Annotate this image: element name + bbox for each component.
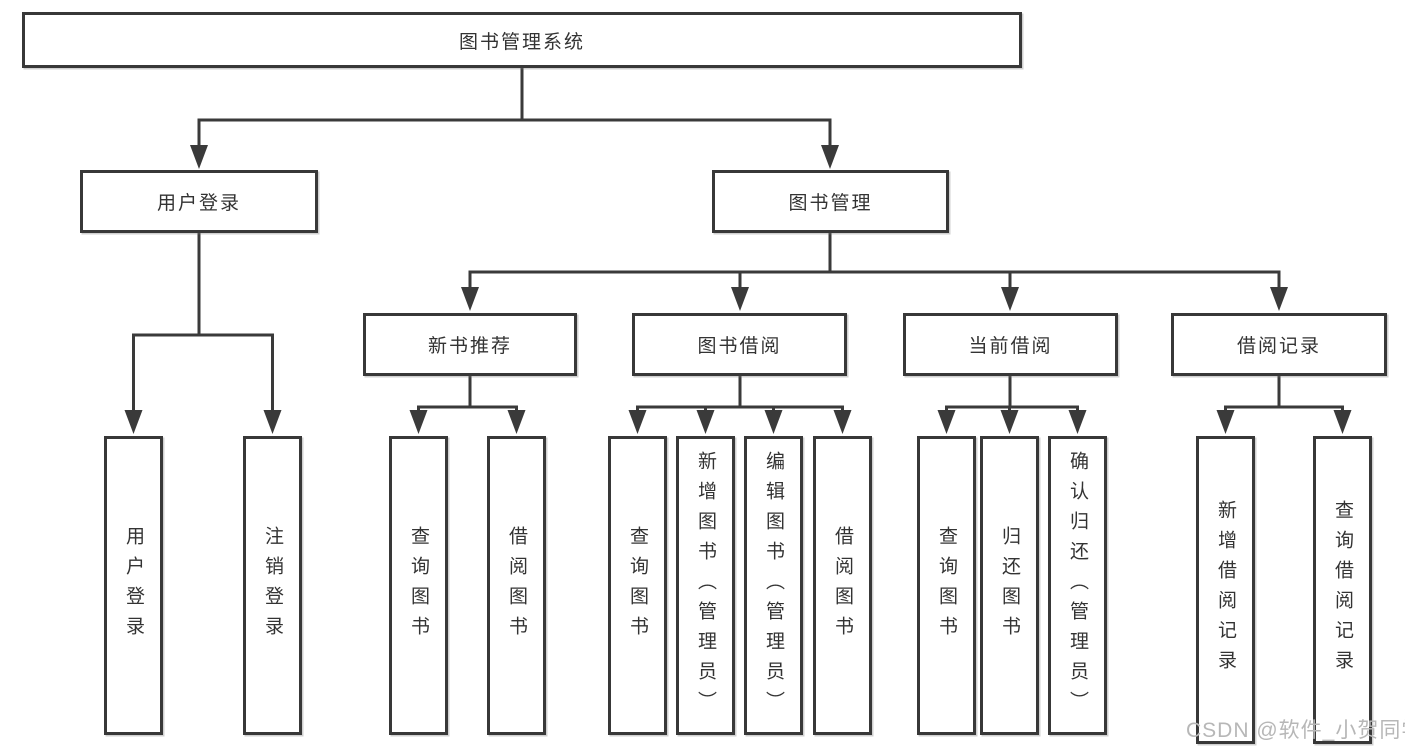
leaf-bb-edit-book-admin: 编辑图书（管理员） bbox=[744, 436, 803, 735]
arrowhead bbox=[507, 410, 526, 434]
leaf-cb-query-book-label: 查询图书 bbox=[936, 525, 957, 646]
leaf-cb-return-book: 归还图书 bbox=[980, 436, 1039, 735]
edge-new-book-recommend-to-leaves bbox=[409, 374, 526, 434]
edge-root-to-level1 bbox=[190, 66, 839, 169]
node-current-borrow-label: 当前借阅 bbox=[968, 336, 1053, 357]
leaf-bb-query-book-label: 查询图书 bbox=[627, 525, 648, 646]
arrowhead bbox=[833, 410, 852, 434]
leaf-nbr-query-book-label: 查询图书 bbox=[408, 525, 429, 646]
leaf-br-add-record: 新增借阅记录 bbox=[1196, 436, 1255, 744]
edge-book-management-to-level2 bbox=[461, 231, 1288, 311]
node-borrow-record: 借阅记录 bbox=[1171, 313, 1387, 376]
leaf-bb-borrow-book-label: 借阅图书 bbox=[832, 525, 853, 646]
leaf-cb-confirm-return-admin-label: 确认归还（管理员） bbox=[1067, 450, 1088, 721]
arrowhead bbox=[190, 145, 208, 169]
arrowhead bbox=[628, 410, 647, 434]
arrowhead bbox=[937, 410, 956, 434]
arrowhead bbox=[764, 410, 783, 434]
leaf-user-login: 用户登录 bbox=[104, 436, 163, 735]
leaf-user-login-label: 用户登录 bbox=[123, 525, 144, 646]
node-book-borrow-label: 图书借阅 bbox=[697, 336, 782, 357]
arrowhead bbox=[124, 410, 143, 434]
leaf-bb-add-book-admin: 新增图书（管理员） bbox=[676, 436, 735, 735]
arrowhead bbox=[1270, 287, 1288, 311]
leaf-br-add-record-label: 新增借阅记录 bbox=[1215, 500, 1236, 680]
leaf-nbr-borrow-book-label: 借阅图书 bbox=[506, 525, 527, 646]
leaf-bb-add-book-admin-label: 新增图书（管理员） bbox=[695, 450, 716, 721]
node-root-label: 图书管理系统 bbox=[458, 31, 585, 53]
leaf-cb-query-book: 查询图书 bbox=[917, 436, 976, 735]
node-new-book-recommend-label: 新书推荐 bbox=[427, 336, 512, 357]
arrowhead bbox=[1001, 287, 1019, 311]
arrowhead bbox=[409, 410, 428, 434]
arrowhead bbox=[1000, 410, 1019, 434]
edge-book-borrow-to-leaves bbox=[628, 374, 852, 434]
arrowhead bbox=[1068, 410, 1087, 434]
leaf-logout-login: 注销登录 bbox=[243, 436, 302, 735]
leaf-br-query-record: 查询借阅记录 bbox=[1313, 436, 1372, 744]
arrowhead bbox=[696, 410, 715, 434]
arrowhead bbox=[263, 410, 282, 434]
leaf-nbr-query-book: 查询图书 bbox=[389, 436, 448, 735]
leaf-cb-confirm-return-admin: 确认归还（管理员） bbox=[1048, 436, 1107, 735]
leaf-bb-edit-book-admin-label: 编辑图书（管理员） bbox=[763, 450, 784, 721]
arrowhead bbox=[461, 287, 479, 311]
leaf-bb-query-book: 查询图书 bbox=[608, 436, 667, 735]
arrowhead bbox=[731, 287, 749, 311]
arrowhead bbox=[1216, 410, 1235, 434]
node-current-borrow: 当前借阅 bbox=[903, 313, 1118, 376]
node-user-login: 用户登录 bbox=[80, 170, 318, 233]
leaf-br-query-record-label: 查询借阅记录 bbox=[1332, 500, 1353, 680]
edge-borrow-record-to-leaves bbox=[1216, 374, 1352, 434]
node-user-login-label: 用户登录 bbox=[156, 193, 241, 214]
edge-user-login-to-leaves bbox=[124, 231, 282, 434]
arrowhead bbox=[821, 145, 839, 169]
node-book-borrow: 图书借阅 bbox=[632, 313, 847, 376]
leaf-nbr-borrow-book: 借阅图书 bbox=[487, 436, 546, 735]
leaf-cb-return-book-label: 归还图书 bbox=[999, 525, 1020, 646]
node-new-book-recommend: 新书推荐 bbox=[363, 313, 577, 376]
edge-current-borrow-to-leaves bbox=[937, 374, 1087, 434]
node-book-management-label: 图书管理 bbox=[788, 193, 873, 214]
leaf-bb-borrow-book: 借阅图书 bbox=[813, 436, 872, 735]
node-book-management: 图书管理 bbox=[712, 170, 949, 233]
node-root: 图书管理系统 bbox=[22, 12, 1022, 68]
arrowhead bbox=[1333, 410, 1352, 434]
node-borrow-record-label: 借阅记录 bbox=[1236, 336, 1321, 357]
leaf-logout-login-label: 注销登录 bbox=[262, 525, 283, 646]
csdn-watermark: CSDN @软件_小贺同学 bbox=[1186, 719, 1405, 742]
